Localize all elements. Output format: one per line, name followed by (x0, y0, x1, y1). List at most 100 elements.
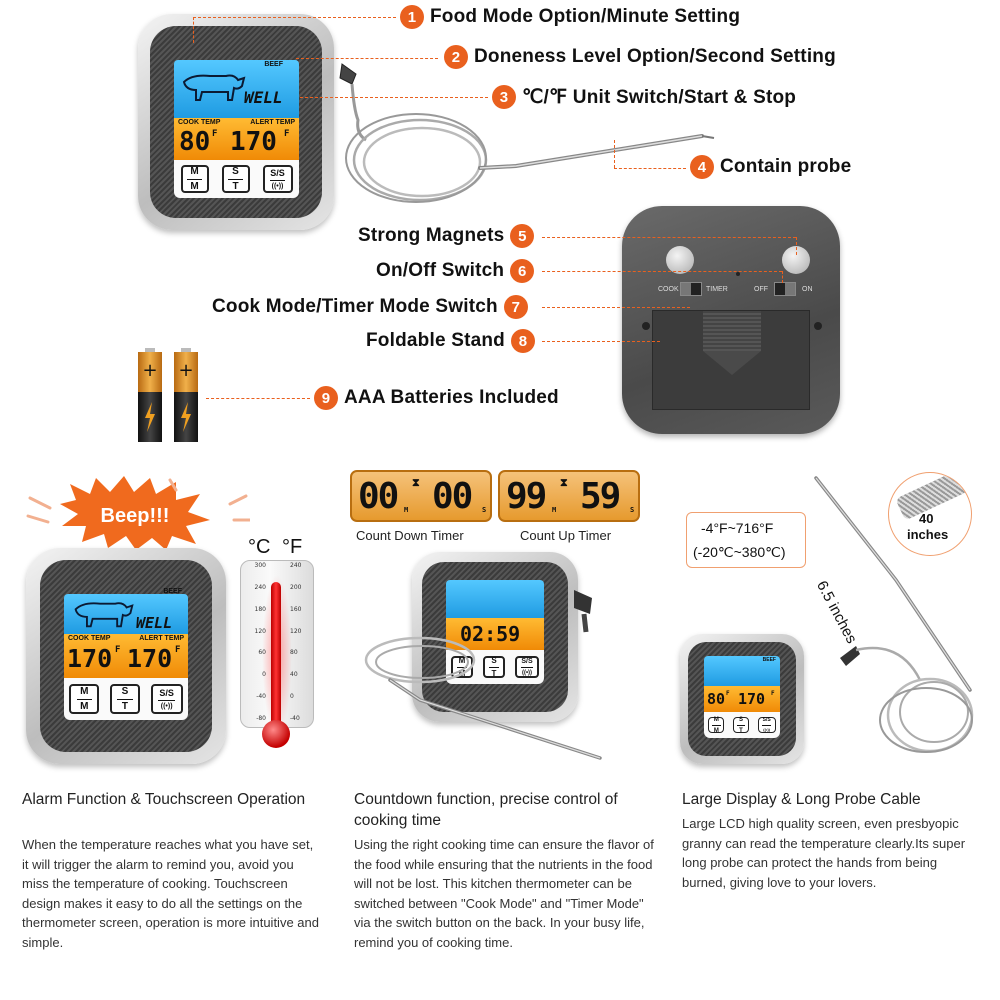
countup-s-label: S (630, 506, 635, 514)
food-label: BEEF (264, 61, 283, 68)
back-hole (736, 272, 740, 276)
cable-length-unit: inches (907, 527, 949, 542)
countup-minutes: 99 (506, 476, 547, 517)
lcd-lower: COOK TEMP ALERT TEMP 170 F 170 F (64, 634, 188, 678)
cook-temp-value: 170 (67, 644, 113, 673)
long-probe (814, 476, 974, 753)
countdown-timer-display: 00 M ⧗ 00 S (350, 470, 492, 522)
timer-switch-label: TIMER (706, 286, 728, 293)
celsius-ticks: 300 240 180 120 60 0 -40 -80 (254, 562, 266, 722)
display-caption-title: Large Display & Long Probe Cable (682, 791, 921, 808)
callout-power-switch: On/Off Switch 6 (376, 259, 535, 283)
display-caption-body: Large LCD high quality screen, even pres… (682, 816, 966, 890)
food-label: BEEF (163, 588, 182, 595)
countup-seconds: 59 (580, 476, 621, 517)
countdown-s-label: S (482, 506, 487, 514)
probe-cable (364, 590, 602, 760)
cook-unit: F (212, 129, 218, 139)
alarm-sound-icon (26, 478, 250, 524)
cook-temp-label: COOK TEMP (68, 635, 111, 642)
alert-unit: F (284, 129, 290, 139)
countdown-label: Count Down Timer (356, 528, 464, 543)
doneness-label: WELL (136, 614, 173, 632)
lcd-lower: COOK TEMP ALERT TEMP 80 F 170 F (174, 118, 299, 160)
cook-unit: F (726, 690, 730, 697)
alert-temp-value: 170 (127, 644, 173, 673)
countup-timer-display: 99 M ⧗ 59 S (498, 470, 640, 522)
range-celsius: (-20℃~380℃) (693, 544, 786, 560)
alert-temp-label: ALERT TEMP (139, 635, 184, 642)
callout-batteries: 9 AAA Batteries Included (314, 386, 559, 410)
fahrenheit-unit: °F (282, 536, 303, 558)
alert-unit: F (771, 690, 775, 697)
lcd-upper (446, 580, 544, 618)
temperature-range-box: -4°F~716°F (-20℃~380℃) (686, 512, 806, 568)
mode-switch[interactable] (680, 282, 702, 296)
lcd-upper: BEEF WELL (64, 588, 188, 634)
celsius-unit: °C (248, 536, 271, 558)
mercury-bulb (262, 720, 290, 748)
foldable-stand[interactable] (652, 310, 810, 410)
countup-m-label: M (552, 506, 557, 514)
alert-temp-value: 170 (230, 127, 277, 157)
unit-start-stop-button[interactable]: S/S((•)) (262, 165, 293, 193)
beep-burst-icon: Beep!!! (60, 476, 210, 550)
cable-length-value: 40 (919, 511, 934, 526)
cow-icon (74, 602, 134, 628)
fahrenheit-ticks: 240 200 160 120 80 40 0 -40 (290, 562, 302, 722)
on-switch-label: ON (802, 286, 813, 293)
countdown-caption-body: Using the right cooking time can ensure … (354, 837, 654, 950)
callout-probe: 4 Contain probe (690, 155, 851, 179)
doneness-label: WELL (244, 88, 283, 107)
countdown-seconds: 00 (432, 476, 473, 517)
unit-start-stop-button[interactable]: S/S((•)) (150, 684, 183, 714)
cook-temp-value: 80 (179, 127, 211, 157)
callout-food-mode: 1 Food Mode Option/Minute Setting (400, 5, 740, 29)
thermometer-back: COOK TIMER OFF ON (622, 206, 840, 434)
lcd-upper: BEEF (704, 656, 780, 686)
countdown-minutes: 00 (358, 476, 399, 517)
callout-mode-switch: Cook Mode/Timer Mode Switch 7 (212, 295, 528, 319)
alert-unit: F (175, 645, 181, 655)
unit-start-stop-button[interactable]: S/S((•)) (515, 656, 539, 678)
lcd-lower: 02:59 (446, 618, 544, 650)
unit-start-stop-button[interactable]: S/S((•)) (757, 717, 776, 733)
callout-doneness: 2 Doneness Level Option/Second Setting (444, 45, 836, 69)
countdown-caption-title: Countdown function, precise control of c… (354, 791, 618, 829)
lcd-lower: 80 F 170 F (704, 686, 780, 712)
svg-text:+: + (178, 360, 193, 381)
battery-icon: + + (138, 348, 198, 442)
food-label: BEEF (762, 657, 776, 663)
alarm-caption-title: Alarm Function & Touchscreen Operation (22, 791, 306, 808)
lcd-upper: BEEF WELL (174, 60, 299, 118)
thermometer-front: BEEF WELL COOK TEMP ALERT TEMP 80 F 170 … (138, 14, 334, 230)
alarm-caption-body: When the temperature reaches what you ha… (22, 837, 319, 950)
beep-text: Beep!!! (101, 505, 170, 527)
power-switch[interactable] (774, 282, 796, 296)
cook-temp-value: 80 (707, 690, 726, 708)
hourglass-icon: ⧗ (560, 476, 568, 489)
alert-temp-value: 170 (738, 690, 766, 708)
cook-switch-label: COOK (658, 286, 679, 293)
mesh-cable-circle: 40 inches (888, 472, 972, 556)
cook-unit: F (115, 645, 121, 655)
callout-stand: Foldable Stand 8 (366, 329, 535, 353)
hourglass-icon: ⧗ (412, 476, 420, 489)
magnet-left (666, 246, 694, 274)
alert-temp-label: ALERT TEMP (250, 119, 295, 126)
cook-temp-label: COOK TEMP (178, 119, 221, 126)
range-fahrenheit: -4°F~716°F (701, 520, 774, 536)
